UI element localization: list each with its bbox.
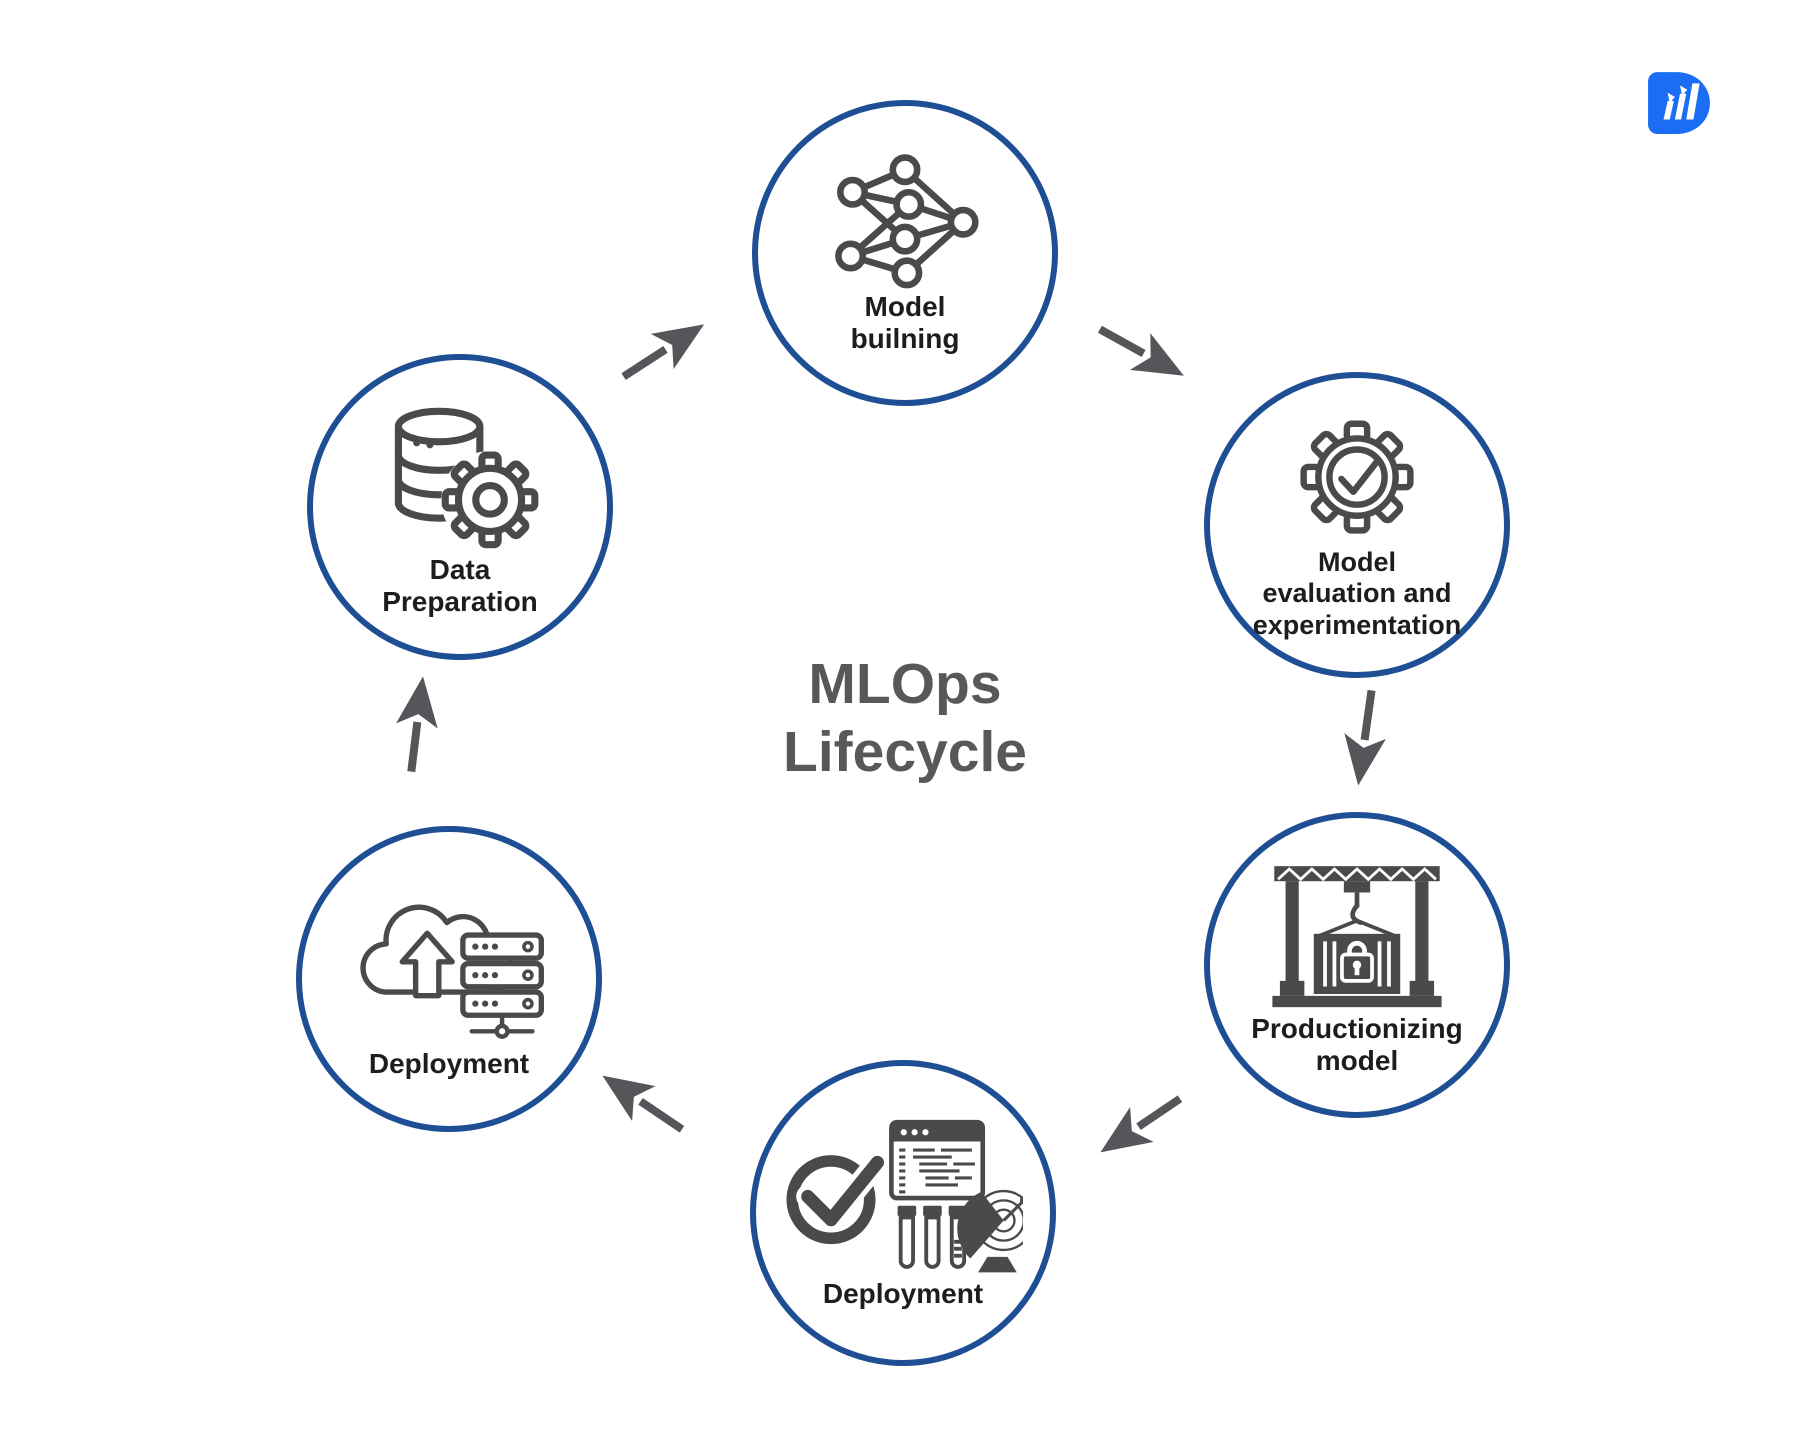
cloud-upload-servers-icon <box>359 904 544 1040</box>
title-line-1: MLOps <box>808 652 1002 716</box>
brand-logo-icon <box>1648 72 1710 134</box>
node-label: Data Preparation <box>382 553 538 617</box>
node-model-building: Model builning <box>752 100 1058 406</box>
node-label: Model builning <box>850 291 960 355</box>
node-label: Deployment <box>368 1047 530 1079</box>
title-line-2: Lifecycle <box>783 720 1027 785</box>
arrow-deployment-to-clouddeploy <box>602 1075 685 1133</box>
node-deployment-testing: Deployment <box>750 1060 1056 1366</box>
node-productionizing-model: Productionizing model <box>1204 812 1510 1118</box>
neural-network-icon <box>835 153 979 288</box>
arrow-evaluation-to-productionizing <box>1344 689 1386 786</box>
arrow-modelbuilding-to-evaluation <box>1097 325 1184 376</box>
node-model-evaluation: Model evaluation and experimentation <box>1204 372 1510 678</box>
node-label: Deployment <box>822 1278 984 1310</box>
arrow-productionizing-to-deployment <box>1100 1095 1183 1153</box>
database-gear-icon <box>394 407 539 549</box>
arrow-clouddeploy-to-dataprep <box>396 676 438 773</box>
container-crane-icon <box>1272 866 1442 1008</box>
gear-checkmark-icon <box>1300 420 1414 535</box>
node-label: Model evaluation and experimentation <box>1252 547 1462 640</box>
diagram-title: MLOps Lifecycle <box>705 650 1105 787</box>
node-data-preparation: Data Preparation <box>307 354 613 660</box>
node-label: Productionizing model <box>1251 1012 1463 1076</box>
check-tests-radar-icon <box>786 1119 1023 1272</box>
node-deployment-cloud: Deployment <box>296 826 602 1132</box>
arrow-dataprep-to-modelbuilding <box>621 324 705 380</box>
